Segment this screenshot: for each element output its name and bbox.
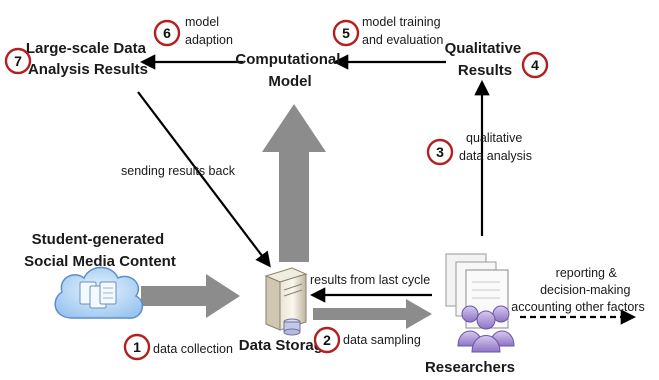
svg-text:6: 6 [163,25,171,41]
student-content-label: Student-generated Social Media Content [24,231,176,270]
step-badge-2: 2 [313,326,341,354]
svg-text:5: 5 [342,25,350,41]
results-from-last-cycle-label: results from last cycle [310,273,430,287]
step-badge-7: 7 [4,47,32,75]
gray-arrow-up-to-model [262,104,326,262]
cloud-documents-icon [54,266,144,319]
step-badge-3: 3 [426,138,454,166]
computational-model-label: Computational Model [235,51,344,90]
arrow-sending-results-back [137,91,271,268]
data-sampling-label: data sampling [343,333,421,347]
svg-text:1: 1 [133,339,141,355]
model-adaption-label: model adaption [185,15,233,47]
svg-text:3: 3 [436,144,444,160]
people-group-icon [457,305,515,353]
gray-arrow-cloud-to-storage [141,274,240,318]
qualitative-results-label: Qualitative Results [445,40,526,79]
data-storage-label: Data Storage [239,337,332,354]
svg-text:4: 4 [531,57,539,73]
gray-arrow-storage-to-researchers [313,299,432,329]
svg-text:2: 2 [323,332,331,348]
reporting-label: reporting & decision-making accounting o… [511,266,644,314]
model-training-label: model training and evaluation [362,15,444,47]
svg-text:7: 7 [14,53,22,69]
data-collection-label: data collection [153,342,233,356]
qualitative-analysis-label: qualitative data analysis [459,131,532,163]
step-badge-1: 1 [123,333,151,361]
database-server-icon [264,267,308,336]
researchers-label: Researchers [425,359,515,376]
step-badge-5: 5 [332,19,360,47]
sending-results-back-label: sending results back [121,164,236,178]
large-scale-results-label: Large-scale Data Analysis Results [26,40,150,78]
step-badge-6: 6 [153,19,181,47]
step-badge-4: 4 [521,51,549,79]
